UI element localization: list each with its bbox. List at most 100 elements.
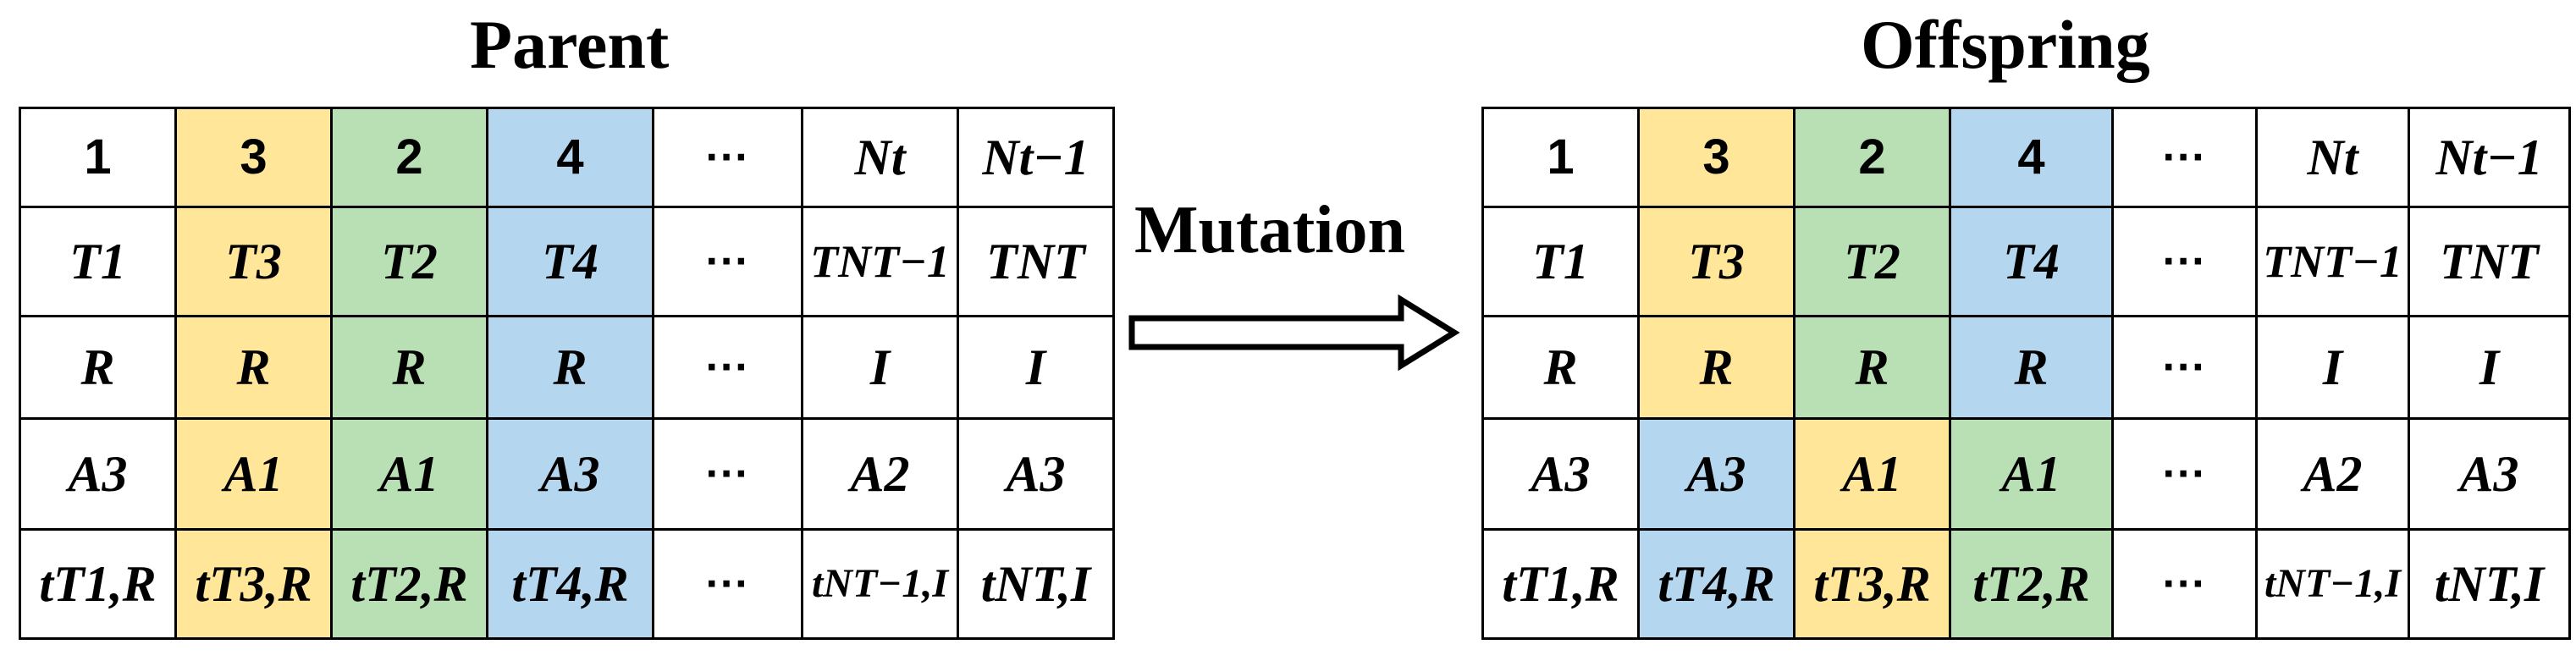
gene-cell: R xyxy=(19,315,177,420)
gene-cell: T3 xyxy=(174,206,333,317)
gene-cell: tT3,R xyxy=(1793,528,1951,640)
gene-value: R xyxy=(236,339,271,395)
gene-cell: ··· xyxy=(2111,206,2258,317)
gene-cell: I xyxy=(2408,315,2571,420)
gene-cell: Nt xyxy=(801,107,959,208)
gene-value: R xyxy=(553,339,587,395)
gene-value: tT3,R xyxy=(1813,556,1931,612)
gene-cell: 2 xyxy=(330,107,488,208)
gene-value: ··· xyxy=(2162,133,2207,182)
gene-cell: tT2,R xyxy=(330,528,488,640)
gene-cell: TNT−1 xyxy=(2255,206,2410,317)
gene-value: TNT xyxy=(2440,234,2539,289)
gene-value: Nt xyxy=(2307,129,2358,185)
gene-value: 2 xyxy=(1858,129,1886,185)
gene-value: A3 xyxy=(2459,446,2519,502)
gene-value: A1 xyxy=(2001,446,2061,502)
gene-value: tNT−1,I xyxy=(811,561,949,606)
gene-value: A1 xyxy=(1842,446,1902,502)
gene-value: A3 xyxy=(1531,446,1591,502)
gene-value: tT1,R xyxy=(39,556,157,612)
mutation-label: Mutation xyxy=(1134,193,1405,267)
gene-cell: TNT xyxy=(2408,206,2571,317)
gene-value: 3 xyxy=(240,129,268,185)
gene-cell: ··· xyxy=(2111,315,2258,420)
gene-cell: T1 xyxy=(19,206,177,317)
gene-value: tNT−1,I xyxy=(2264,561,2402,606)
gene-value: A1 xyxy=(223,446,284,502)
gene-cell: I xyxy=(957,315,1115,420)
gene-value: T1 xyxy=(1532,234,1589,289)
gene-cell: T3 xyxy=(1637,206,1795,317)
gene-value: 3 xyxy=(1702,129,1730,185)
gene-value: R xyxy=(1855,339,1889,395)
gene-value: 4 xyxy=(556,129,584,185)
gene-cell: tT2,R xyxy=(1949,528,2114,640)
gene-value: R xyxy=(80,339,115,395)
gene-cell: T1 xyxy=(1481,206,1640,317)
gene-value: I xyxy=(869,339,891,395)
gene-cell: tT1,R xyxy=(19,528,177,640)
gene-cell: tNT−1,I xyxy=(801,528,959,640)
gene-value: A1 xyxy=(379,446,439,502)
gene-value: T4 xyxy=(2003,234,2060,289)
gene-cell: T2 xyxy=(1793,206,1951,317)
gene-value: tT3,R xyxy=(195,556,312,612)
gene-cell: T2 xyxy=(330,206,488,317)
gene-cell: T4 xyxy=(1949,206,2114,317)
hollow-right-arrow-icon xyxy=(1128,294,1460,372)
gene-value: 1 xyxy=(1547,129,1575,185)
gene-cell: A2 xyxy=(801,417,959,531)
gene-value: TNT−1 xyxy=(2263,236,2402,287)
gene-cell: tT4,R xyxy=(1637,528,1795,640)
gene-cell: tNT−1,I xyxy=(2255,528,2410,640)
gene-cell: 2 xyxy=(1793,107,1951,208)
gene-value: 1 xyxy=(84,129,112,185)
gene-cell: 1 xyxy=(19,107,177,208)
gene-cell: A1 xyxy=(174,417,333,531)
gene-cell: A2 xyxy=(2255,417,2410,531)
gene-value: Nt−1 xyxy=(2435,129,2543,185)
gene-value: tT1,R xyxy=(1502,556,1619,612)
gene-cell: A1 xyxy=(1793,417,1951,531)
gene-value: T3 xyxy=(1688,234,1745,289)
gene-cell: R xyxy=(486,315,654,420)
task-order-row: 1 3 2 4 ··· Nt Nt−1 xyxy=(1481,107,2571,208)
gene-cell: tT3,R xyxy=(174,528,333,640)
gene-cell: R xyxy=(174,315,333,420)
task-row: T1 T3 T2 T4 ···TNT−1 TNT xyxy=(1481,206,2571,317)
gene-value: 2 xyxy=(395,129,423,185)
gene-value: ··· xyxy=(705,343,750,392)
gene-cell: 4 xyxy=(486,107,654,208)
gene-value: T3 xyxy=(225,234,282,289)
gene-value: I xyxy=(2479,339,2500,395)
gene-cell: A3 xyxy=(19,417,177,531)
gene-value: ··· xyxy=(2162,559,2207,609)
gene-cell: ··· xyxy=(652,206,803,317)
gene-value: R xyxy=(1699,339,1734,395)
gene-value: ··· xyxy=(705,133,750,182)
gene-cell: A3 xyxy=(1481,417,1640,531)
gene-cell: ··· xyxy=(652,528,803,640)
gene-value: tT2,R xyxy=(1972,556,2090,612)
gene-cell: TNT xyxy=(957,206,1115,317)
gene-value: A3 xyxy=(1686,446,1746,502)
gene-value: T2 xyxy=(381,234,438,289)
gene-value: R xyxy=(1543,339,1578,395)
gene-value: A3 xyxy=(540,446,600,502)
gene-cell: R xyxy=(1481,315,1640,420)
gene-cell: 4 xyxy=(1949,107,2114,208)
gene-cell: ··· xyxy=(652,107,803,208)
gene-value: tT2,R xyxy=(350,556,468,612)
gene-cell: ··· xyxy=(2111,107,2258,208)
gene-cell: A3 xyxy=(1637,417,1795,531)
